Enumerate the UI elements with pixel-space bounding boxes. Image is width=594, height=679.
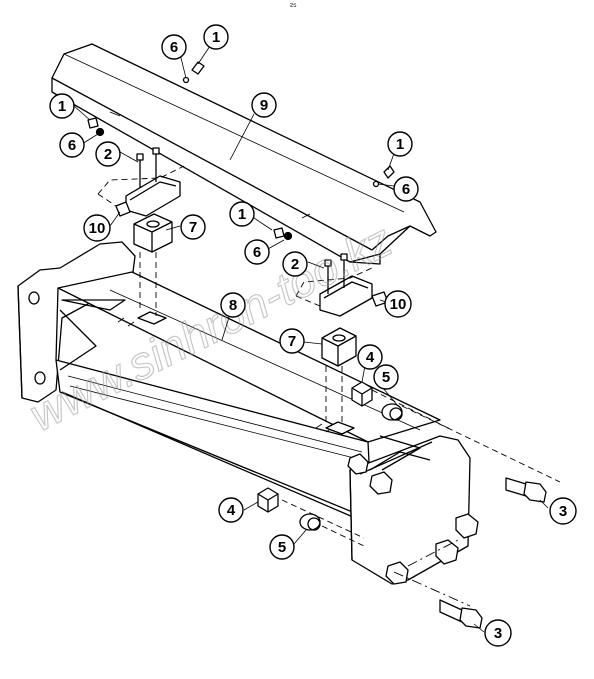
bolts-part-2-left — [136, 147, 160, 188]
svg-text:6: 6 — [68, 137, 76, 154]
callout-4-lower: 4 — [218, 497, 244, 523]
svg-text:2: 2 — [291, 256, 299, 273]
svg-text:7: 7 — [288, 333, 296, 350]
svg-text:1: 1 — [58, 98, 66, 115]
svg-text:6: 6 — [170, 39, 178, 56]
callout-8-beam: 8 — [220, 292, 246, 318]
svg-text:8: 8 — [229, 297, 237, 314]
svg-text:10: 10 — [89, 220, 106, 237]
callout-10-left: 10 — [83, 214, 111, 242]
large-bolt-part-3-upper — [505, 477, 547, 503]
callout-3-upper: 3 — [549, 497, 577, 525]
bracket-left — [115, 175, 181, 217]
callout-9-cover: 9 — [251, 92, 277, 118]
callout-7-left: 7 — [180, 214, 206, 240]
nut-part-4-upper — [351, 381, 373, 407]
svg-text:10: 10 — [390, 296, 407, 313]
bracket-right — [319, 275, 389, 317]
svg-text:5: 5 — [278, 539, 286, 556]
callout-4-upper: 4 — [357, 344, 383, 370]
callout-5-upper: 5 — [373, 364, 399, 390]
base-pad-right — [325, 421, 355, 435]
callout-1-left: 1 — [49, 93, 75, 119]
svg-text:4: 4 — [227, 502, 236, 519]
callout-6-mid: 6 — [244, 239, 270, 265]
callout-1-right: 1 — [387, 131, 413, 157]
callout-3-lower: 3 — [484, 619, 512, 647]
plate-bolt-heads — [347, 453, 479, 585]
svg-text:3: 3 — [559, 503, 567, 520]
svg-text:5: 5 — [382, 369, 390, 386]
svg-text:7: 7 — [189, 219, 197, 236]
svg-text:2: 2 — [104, 146, 112, 163]
bushing-part-5-lower — [299, 513, 321, 531]
svg-text:3: 3 — [494, 625, 502, 642]
svg-text:1: 1 — [238, 206, 246, 223]
washers-part-6 — [95, 76, 380, 241]
callout-1-top: 1 — [203, 24, 229, 50]
callout-6-right: 6 — [393, 176, 419, 202]
callout-6-left: 6 — [59, 132, 85, 158]
callout-7-right: 7 — [279, 328, 305, 354]
top-mark: ²⁵ — [290, 1, 297, 11]
svg-text:1: 1 — [396, 136, 404, 153]
large-bolt-part-3-lower — [439, 599, 483, 629]
clamp-block-right — [321, 327, 357, 367]
svg-text:6: 6 — [253, 244, 261, 261]
svg-text:4: 4 — [366, 349, 375, 366]
assembly-guide-lines — [97, 111, 561, 607]
svg-text:6: 6 — [402, 181, 410, 198]
callout-10-right: 10 — [384, 290, 412, 318]
bushing-part-5-upper — [381, 403, 403, 421]
callout-1-mid: 1 — [229, 201, 255, 227]
base-pad-left — [137, 311, 167, 325]
callout-5-lower: 5 — [269, 534, 295, 560]
callout-2-right: 2 — [282, 251, 308, 277]
half-pipe-cover — [51, 43, 437, 265]
clamp-block-left — [133, 213, 173, 253]
callout-6-top: 6 — [161, 34, 187, 60]
nut-part-4-lower — [257, 487, 279, 513]
callout-2-left: 2 — [95, 141, 121, 167]
svg-text:1: 1 — [212, 29, 220, 46]
svg-text:9: 9 — [260, 97, 268, 114]
